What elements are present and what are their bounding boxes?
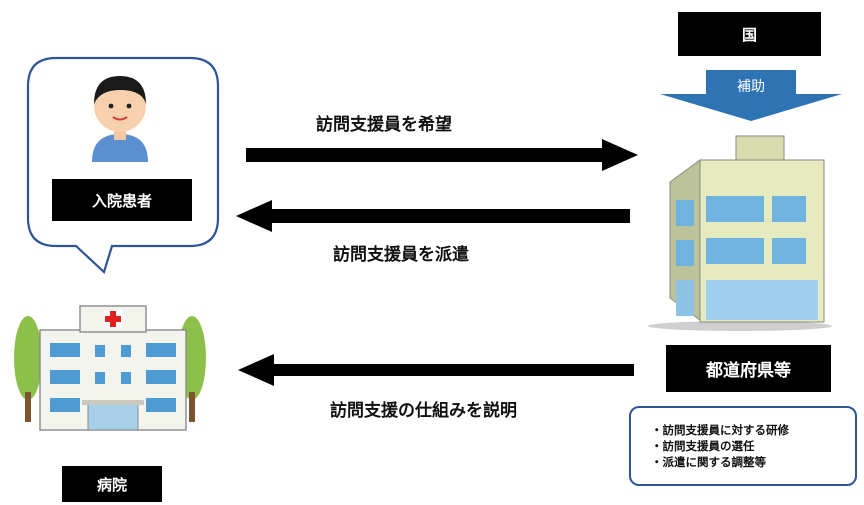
patient-label: 入院患者	[91, 191, 152, 210]
prefecture-box: 都道府県等	[666, 345, 831, 392]
patient-box: 入院患者	[52, 179, 192, 221]
dispatch-label: 訪問支援員を派遣	[333, 245, 469, 265]
hospital-box: 病院	[62, 466, 162, 502]
prefecture-duties-box: ・訪問支援員に対する研修 ・訪問支援員の選任 ・派遣に関する調整等	[629, 406, 857, 486]
arrow-subsidy	[660, 70, 842, 121]
arrow-dispatch	[236, 200, 630, 232]
prefecture-building-icon	[648, 135, 832, 331]
hospital-icon	[14, 305, 206, 431]
request-label: 訪問支援員を希望	[316, 115, 452, 135]
hospital-label: 病院	[96, 475, 127, 494]
country-label: 国	[741, 25, 757, 44]
arrow-request	[246, 139, 638, 171]
duty-item: ・派遣に関する調整等	[651, 455, 766, 469]
country-box: 国	[678, 12, 821, 56]
duty-item: ・訪問支援員の選任	[651, 439, 755, 453]
arrow-explain	[238, 354, 634, 386]
patient-icon	[92, 76, 148, 162]
subsidy-label: 補助	[737, 79, 765, 95]
prefecture-label: 都道府県等	[706, 361, 791, 381]
explain-label: 訪問支援の仕組みを説明	[330, 401, 517, 421]
duty-item: ・訪問支援員に対する研修	[651, 423, 789, 437]
